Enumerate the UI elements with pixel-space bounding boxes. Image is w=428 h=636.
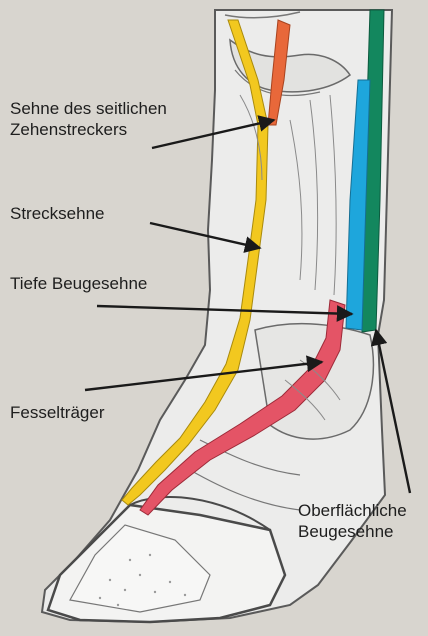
label-line: Sehne des seitlichen (10, 98, 167, 119)
label-line: Beugesehne (298, 521, 407, 542)
label-oberflaechliche: Oberflächliche Beugesehne (298, 500, 407, 542)
label-tiefe-beugesehne: Tiefe Beugesehne (10, 273, 147, 294)
label-strecksehne: Strecksehne (10, 203, 105, 224)
label-line: Zehenstreckers (10, 119, 167, 140)
label-fesseltraeger: Fesselträger (10, 402, 104, 423)
label-line: Oberflächliche (298, 500, 407, 521)
label-sehne-seitlich: Sehne des seitlichen Zehenstreckers (10, 98, 167, 140)
